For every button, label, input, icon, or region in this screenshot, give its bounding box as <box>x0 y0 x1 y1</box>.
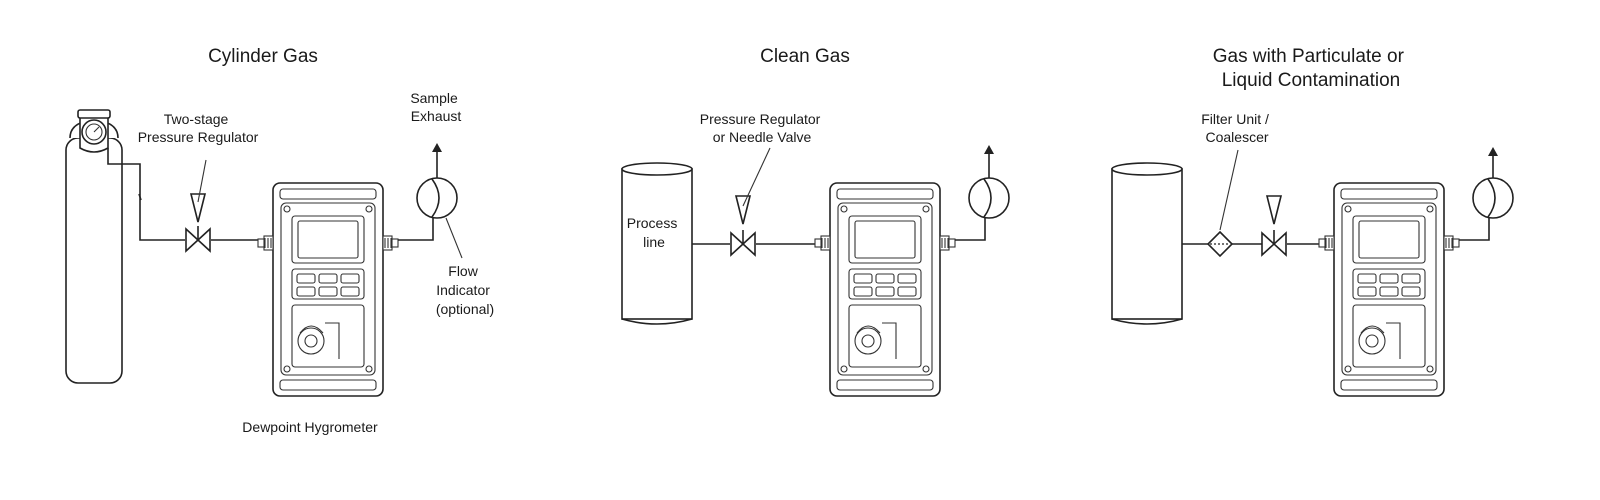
dewpoint-hygrometer-icon <box>814 182 956 397</box>
regulator-wedge <box>1265 195 1283 225</box>
dewpoint-hygrometer-icon <box>1318 182 1460 397</box>
cylinder-gas-line <box>107 148 185 241</box>
sample-exhaust-label: Sample Exhaust <box>410 90 461 124</box>
process-line-label: Process line <box>627 215 681 250</box>
panel-clean-gas: Clean Gas Process line Pressure Regulato… <box>621 46 1010 397</box>
needle-valve-label: Pressure Regulator or Needle Valve <box>700 111 825 145</box>
panel-title-clean-gas: Clean Gas <box>760 46 850 67</box>
flow-indicator-icon <box>968 177 1010 219</box>
gas-cylinder-icon <box>65 109 123 384</box>
filter-coalescer-icon <box>1206 230 1234 258</box>
filter-label: Filter Unit / Coalescer <box>1201 111 1273 145</box>
pressure-regulator-icon <box>1261 229 1287 256</box>
regulator-label: Two-stage Pressure Regulator <box>138 111 259 145</box>
needle-valve-icon <box>730 229 756 256</box>
valve-wedge <box>734 195 752 225</box>
regulator-wedge <box>189 193 207 223</box>
panel-contaminated-gas: Gas with Particulate or Liquid Contamina… <box>1111 46 1514 397</box>
dewpoint-hygrometer-icon <box>257 182 399 397</box>
panel-cylinder-gas: Cylinder Gas Two-stage Pressure Regulato… <box>65 46 494 435</box>
panel-title-cylinder-gas: Cylinder Gas <box>208 46 318 67</box>
flow-indicator-icon <box>1472 177 1514 219</box>
pressure-regulator-icon <box>185 225 211 252</box>
flow-indicator-label: Flow Indicator (optional) <box>436 263 494 317</box>
hygrometer-label: Dewpoint Hygrometer <box>242 419 378 435</box>
flow-indicator-icon <box>416 177 458 219</box>
panel-title-contaminated-gas: Gas with Particulate or Liquid Contamina… <box>1213 46 1409 91</box>
process-line-icon <box>1111 162 1183 325</box>
